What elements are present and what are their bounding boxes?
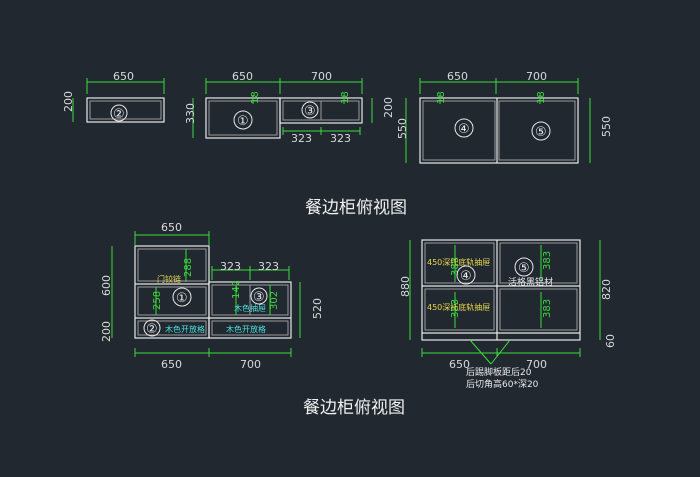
elev-left-number-2: ②	[146, 322, 158, 337]
plan-cabinet-1-mark: 18	[250, 91, 261, 104]
elev-right-number-5: ⑤	[518, 261, 530, 276]
elev-right-height-right-lower: 60	[604, 334, 617, 348]
elev-left-number-3: ③	[253, 290, 265, 305]
elev-right-label-upper-drawer: 450深托底轨抽屉	[427, 257, 490, 267]
plan-cabinet-4-5: 650 700 550 550 18 18 ④ ⑤	[396, 70, 613, 164]
elev-left-height-lower: 200	[100, 321, 113, 342]
plan-cabinet-3-sub-right: 323	[330, 132, 351, 145]
plan-cabinet-3-depth: 200	[382, 97, 395, 118]
elev-left-height-upper: 600	[100, 275, 113, 296]
elev-left-dim-258: 258	[152, 291, 163, 310]
top-view-title-1: 餐边柜俯视图	[305, 198, 407, 218]
elev-right-height-left: 880	[399, 276, 412, 297]
plan-cabinet-1-number: ①	[237, 114, 249, 129]
plan-cabinet-3-sub-left: 323	[291, 132, 312, 145]
elev-left-label-open-2: 木色开放格	[226, 324, 266, 334]
elev-right-note-2: 后切角高60*深20	[466, 378, 539, 390]
elevation-right: 880 383 383 383 383 450深托底轨抽屉 450深托底轨抽屉 …	[399, 239, 617, 390]
elev-left-label-door: 门铰链	[157, 274, 181, 284]
elev-left-bottom-width-left: 650	[161, 358, 182, 371]
elev-left-dim-142: 142	[231, 280, 242, 299]
elev-left-sub-width-right: 323	[258, 260, 279, 273]
plan-cabinet-2-number: ②	[113, 107, 125, 122]
elev-right-label-material: 活格黑铝材	[508, 276, 553, 288]
plan-cabinet-3-width: 700	[311, 70, 332, 83]
elev-right-bottom-width-left: 650	[449, 358, 470, 371]
plan-cabinet-2: 650 200 ②	[62, 70, 165, 123]
elev-right-bottom-width-right: 700	[526, 358, 547, 371]
elev-left-sub-width-left: 323	[220, 260, 241, 273]
plan-cabinet-5-width: 700	[526, 70, 547, 83]
plan-cabinet-2-depth: 200	[62, 91, 75, 112]
plan-cabinet-4-number: ④	[458, 122, 470, 137]
plan-cabinet-4-mark: 18	[436, 91, 447, 104]
plan-cabinet-5-mark: 18	[536, 91, 547, 104]
plan-cabinet-3: 700 18 ③ 323 323 200	[279, 70, 395, 145]
plan-cabinet-4-width: 650	[447, 70, 468, 83]
elev-right-dim-383-b: 383	[450, 299, 461, 318]
elevation-left: 650 600 200 288 258 门铰链 ① ② 木色开放格 323 32…	[100, 221, 405, 418]
elev-left-label-open-1: 木色开放格	[165, 324, 205, 334]
plan-cabinet-4-depth: 550	[396, 118, 409, 139]
plan-cabinet-2-width: 650	[113, 70, 134, 83]
elev-right-height-right-upper: 820	[600, 279, 613, 300]
plan-cabinet-5-number: ⑤	[535, 125, 547, 140]
elev-right-label-lower-drawer: 450深托底轨抽屉	[427, 302, 490, 312]
elev-right-number-4: ④	[460, 269, 472, 284]
plan-cabinet-3-number: ③	[304, 104, 316, 119]
plan-cabinet-5-depth: 550	[600, 116, 613, 137]
elev-right-dim-383-a: 383	[450, 257, 461, 276]
plan-cabinet-1-width: 650	[232, 70, 253, 83]
elev-right-dim-383-d: 383	[542, 299, 553, 318]
plan-cabinet-3-mark: 18	[340, 91, 351, 104]
elev-left-bottom-width-right: 700	[240, 358, 261, 371]
elev-left-top-width: 650	[161, 221, 182, 234]
plan-cabinet-1-depth: 330	[184, 103, 197, 124]
elev-left-dim-288: 288	[183, 258, 194, 277]
elev-right-note-1: 后踢脚板距后20	[466, 366, 532, 378]
elev-left-dim-302: 302	[269, 291, 280, 310]
top-view-title-2: 餐边柜俯视图	[303, 398, 405, 418]
top-row-plan: 650 200 ② 650 330 18 ① 700	[62, 70, 613, 218]
elev-left-height-right: 520	[311, 298, 324, 319]
elev-left-number-1: ①	[176, 291, 188, 306]
elev-right-dim-383-c: 383	[542, 251, 553, 270]
elev-left-label-drawer: 木色抽屉	[234, 303, 266, 313]
plan-cabinet-1: 650 330 18 ①	[184, 70, 281, 139]
